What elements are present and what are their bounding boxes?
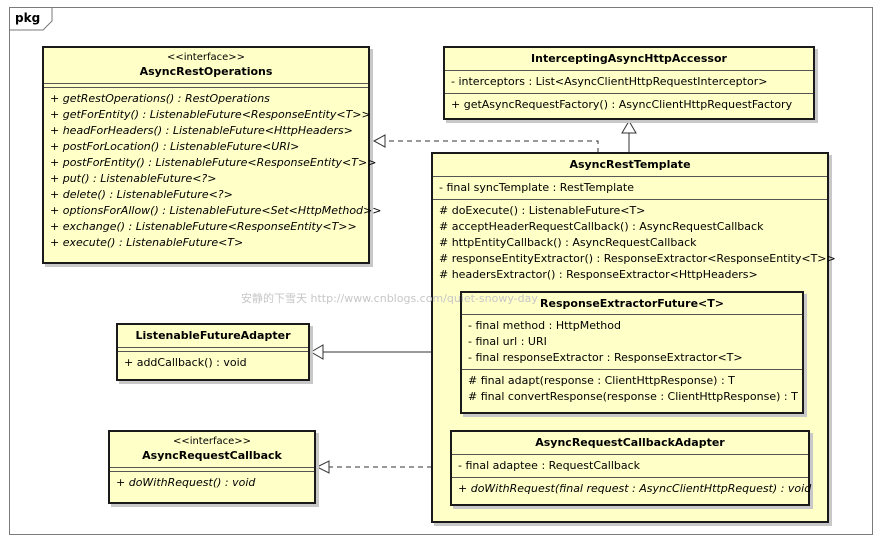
method-row: + doWithRequest() : void — [116, 476, 256, 489]
method-row: + headForHeaders() : ListenableFuture<Ht… — [50, 124, 353, 137]
realization-arrowhead-asyncrestoperations — [372, 134, 386, 148]
generalization-arrowhead-listenablefutureadapter — [310, 344, 324, 360]
methods-section: # final adapt(response : ClientHttpRespo… — [462, 370, 802, 408]
package-label: pkg — [15, 11, 41, 25]
method-row: # final convertResponse(response : Clien… — [468, 390, 798, 403]
attribute-row: - final syncTemplate : RestTemplate — [439, 181, 634, 194]
attributes-section: - final syncTemplate : RestTemplate — [433, 177, 827, 200]
realization-arrowhead-asyncrequestcallback — [315, 460, 330, 474]
method-row: # responseEntityExtractor() : ResponseEx… — [439, 252, 836, 265]
methods-section: # doExecute() : ListenableFuture<T> # ac… — [433, 200, 836, 286]
class-asyncrequestcallback: <<interface>> AsyncRequestCallback + doW… — [108, 430, 316, 504]
watermark-text: 安静的下雪天 http://www.cnblogs.com/quiet-snow… — [241, 292, 538, 305]
method-row: + exchange() : ListenableFuture<Response… — [50, 220, 357, 233]
methods-section: + doWithRequest(final request : AsyncCli… — [452, 478, 812, 500]
method-row: + addCallback() : void — [124, 356, 247, 369]
attribute-row: - final responseExtractor : ResponseExtr… — [468, 351, 743, 364]
attributes-section: - final method : HttpMethod - final url … — [462, 315, 802, 370]
method-row: + delete() : ListenableFuture<?> — [50, 188, 233, 201]
method-row: # headersExtractor() : ResponseExtractor… — [439, 268, 758, 281]
method-row: + put() : ListenableFuture<?> — [50, 172, 217, 185]
stereotype-label: <<interface>> — [172, 436, 252, 447]
class-asyncrestoperations: <<interface>> AsyncRestOperations + getR… — [42, 46, 382, 264]
method-row: + postForLocation() : ListenableFuture<U… — [50, 140, 300, 153]
attributes-section — [44, 84, 368, 88]
package-frame — [9, 7, 873, 535]
method-row: + getForEntity() : ListenableFuture<Resp… — [50, 108, 371, 121]
class-listenablefutureadapter: ListenableFutureAdapter + addCallback() … — [116, 323, 310, 381]
class-name: AsyncRestTemplate — [569, 158, 691, 171]
class-name: AsyncRequestCallbackAdapter — [535, 436, 725, 449]
method-row: # final adapt(response : ClientHttpRespo… — [468, 374, 735, 387]
class-name: InterceptingAsyncHttpAccessor — [531, 52, 727, 65]
method-row: # acceptHeaderRequestCallback() : AsyncR… — [439, 220, 764, 233]
method-row: + getAsyncRequestFactory() : AsyncClient… — [451, 98, 793, 111]
attribute-row: - final method : HttpMethod — [468, 319, 621, 332]
class-interceptingasynchttpaccessor: InterceptingAsyncHttpAccessor - intercep… — [443, 46, 815, 120]
method-row: + getRestOperations() : RestOperations — [50, 92, 270, 105]
class-name: AsyncRequestCallback — [142, 449, 282, 462]
methods-section: + doWithRequest() : void — [110, 472, 314, 494]
attributes-section — [110, 468, 314, 472]
attributes-section: - interceptors : List<AsyncClientHttpReq… — [445, 71, 813, 94]
class-name: ListenableFutureAdapter — [135, 329, 291, 342]
methods-section: + addCallback() : void — [118, 352, 308, 374]
attribute-row: - final url : URI — [468, 335, 547, 348]
class-responseextractorfuture: ResponseExtractorFuture<T> - final metho… — [460, 291, 804, 414]
method-row: # httpEntityCallback() : AsyncRequestCal… — [439, 236, 697, 249]
method-row: + execute() : ListenableFuture<T> — [50, 236, 244, 249]
methods-section: + getAsyncRequestFactory() : AsyncClient… — [445, 94, 813, 116]
package-tab — [9, 7, 53, 31]
realization-asyncresttemplate-to-asyncrestoperations — [374, 140, 599, 153]
methods-section: + getRestOperations() : RestOperations +… — [44, 88, 382, 254]
method-row: + postForEntity() : ListenableFuture<Res… — [50, 156, 377, 169]
class-name: AsyncRestOperations — [139, 65, 273, 78]
method-row: + doWithRequest(final request : AsyncCli… — [458, 482, 812, 495]
generalization-arrowhead-interceptingaccessor — [621, 120, 637, 134]
method-row: # doExecute() : ListenableFuture<T> — [439, 204, 646, 217]
attribute-row: - final adaptee : RequestCallback — [458, 459, 641, 472]
method-row: + optionsForAllow() : ListenableFuture<S… — [50, 204, 382, 217]
class-name: ResponseExtractorFuture<T> — [540, 297, 724, 310]
attributes-section — [118, 348, 308, 352]
class-asyncrequestcallbackadapter: AsyncRequestCallbackAdapter - final adap… — [450, 430, 812, 506]
attributes-section: - final adaptee : RequestCallback — [452, 455, 808, 478]
attribute-row: - interceptors : List<AsyncClientHttpReq… — [451, 75, 768, 88]
stereotype-label: <<interface>> — [166, 52, 246, 63]
